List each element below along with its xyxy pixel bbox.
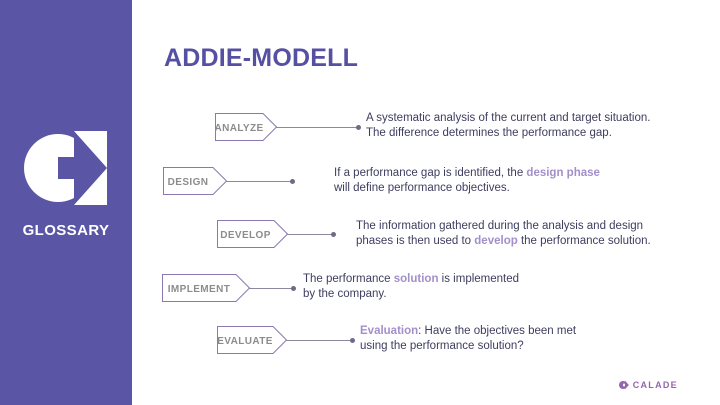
tag-label: EVALUATE [217,336,273,347]
connector-dot [356,124,361,130]
calade-logo-icon [24,131,107,205]
tag-label: DESIGN [168,177,209,188]
connector-line [287,234,333,235]
tag-label: ANALYZE [215,123,264,134]
tag-develop: DEVELOP [217,220,288,248]
connector-line [286,340,352,341]
calade-logo-icon-small [618,380,629,390]
tag-implement: IMPLEMENT [162,274,250,302]
description-analyze: A systematic analysis of the current and… [366,112,651,139]
connector-line [276,127,358,128]
connector-dot [350,337,355,343]
connector-line [249,288,293,289]
description-evaluate: Evaluation: Have the objectives been met… [360,325,577,352]
tag-design: DESIGN [163,167,227,195]
sidebar-label: GLOSSARY [22,222,110,239]
page-title: ADDIE-MODELL [164,44,359,72]
description-design: If a performance gap is identified, the … [334,167,600,194]
tag-evaluate: EVALUATE [217,326,287,354]
tag-label: IMPLEMENT [168,284,231,295]
tag-label: DEVELOP [220,230,271,241]
connector-dot [290,178,295,184]
description-implement: The performance solution is implemented … [303,273,520,300]
description-develop: The information gathered during the anal… [356,220,651,247]
connector-dot [331,231,336,237]
footer-brand-name: CALADE [632,380,678,390]
connector-line [226,181,292,182]
sidebar: GLOSSARY [0,0,132,405]
connector-dot [291,285,296,291]
tag-analyze: ANALYZE [215,113,277,141]
footer-brand: CALADE [618,380,678,390]
